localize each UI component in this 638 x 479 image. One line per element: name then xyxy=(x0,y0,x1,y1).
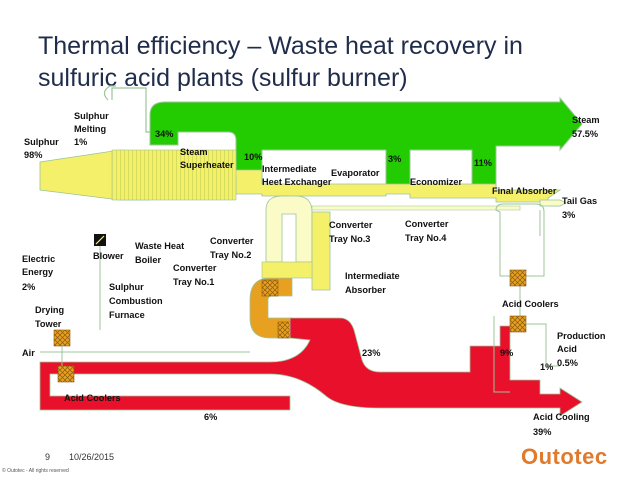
label-acid-coolers-left: Acid Coolers xyxy=(64,393,121,403)
outotec-logo: Outotec xyxy=(521,444,621,469)
label-10: 10% xyxy=(244,152,262,162)
label-electric-2: Energy xyxy=(22,267,54,277)
page-number: 9 xyxy=(45,452,51,462)
steam-flow xyxy=(149,96,583,193)
label-6: 6% xyxy=(204,412,217,422)
label-sulphur-pct: 98% xyxy=(24,150,42,160)
label-steam: Steam xyxy=(572,115,600,125)
sulphur-melting-loop xyxy=(103,85,116,101)
production-acid-line xyxy=(526,323,560,367)
sulphur-hatched-section xyxy=(111,149,237,201)
label-acid-cooling-pct: 39% xyxy=(533,427,551,437)
acid-cooler-box-right-1 xyxy=(509,269,527,287)
cooling-loop-9 xyxy=(493,316,510,393)
label-electric-1: Electric xyxy=(22,254,55,264)
label-conv3-2: Tray No.3 xyxy=(329,234,370,244)
label-sulphur: Sulphur xyxy=(24,137,59,147)
label-combustion-1: Sulphur xyxy=(109,282,144,292)
converter-cross-1 xyxy=(261,279,279,297)
label-sulphur-melting-2: Melting xyxy=(74,124,106,134)
label-9: 9% xyxy=(500,348,513,358)
label-conv1-2: Tray No.1 xyxy=(173,277,214,287)
label-waste-heat-1: Waste Heat xyxy=(135,241,184,251)
page-title: Thermal efficiency – Waste heat recovery… xyxy=(38,30,628,94)
label-drying-1: Drying xyxy=(35,305,64,315)
label-intermediate-2: Heet Exchanger xyxy=(262,177,332,187)
drying-tower-box xyxy=(53,329,71,347)
label-tail-gas: Tail Gas xyxy=(562,196,597,206)
footer-date: 10/26/2015 xyxy=(69,452,115,462)
label-conv2-2: Tray No.2 xyxy=(210,250,251,260)
title-line-1: Thermal efficiency – Waste heat recovery… xyxy=(38,32,523,60)
converter-loop-flow xyxy=(265,195,313,263)
label-23: 23% xyxy=(362,348,380,358)
acid-cooler-box-right-2 xyxy=(509,315,527,333)
label-steam-superheater-1: Steam xyxy=(180,147,208,157)
intermediate-absorber-flow xyxy=(311,211,331,291)
acid-cooling-flow xyxy=(39,317,583,417)
label-acid-coolers-right: Acid Coolers xyxy=(502,299,559,309)
label-blower: Blower xyxy=(93,251,124,261)
sulphur-melting-flow xyxy=(111,87,150,133)
label-sulphur-melting-1: Sulphur xyxy=(74,111,109,121)
label-combustion-3: Furnace xyxy=(109,310,145,320)
blower-icon-arrow xyxy=(95,235,105,245)
label-acid-cooling: Acid Cooling xyxy=(533,412,590,422)
label-int-absorber-1: Intermediate xyxy=(345,271,400,281)
label-air: Air xyxy=(22,348,35,358)
brand-name: Outotec xyxy=(521,444,608,469)
label-conv4-1: Converter xyxy=(405,219,449,229)
label-waste-heat-2: Boiler xyxy=(135,255,161,265)
copyright: © Outotec - All rights reserved xyxy=(2,468,69,474)
final-absorber-loop xyxy=(495,203,545,277)
label-combustion-2: Combustion xyxy=(109,296,163,306)
label-electric-pct: 2% xyxy=(22,282,35,292)
acid-cooler-box-left xyxy=(57,365,75,383)
label-sulphur-melting-pct: 1% xyxy=(74,137,87,147)
label-steam-superheater-2: Superheater xyxy=(180,160,234,170)
label-11: 11% xyxy=(474,158,492,168)
label-final-absorber: Final Absorber xyxy=(492,186,557,196)
title-line-2: sulfuric acid plants (sulfur burner) xyxy=(38,64,408,92)
label-production-2: Acid xyxy=(557,344,577,354)
label-steam-pct: 57.5% xyxy=(572,129,598,139)
label-production-1: Production xyxy=(557,331,606,341)
label-production-pct: 0.5% xyxy=(557,358,578,368)
label-34: 34% xyxy=(155,129,173,139)
label-1: 1% xyxy=(540,362,553,372)
label-tail-gas-pct: 3% xyxy=(562,210,575,220)
label-drying-2: Tower xyxy=(35,319,62,329)
converter-bridge xyxy=(261,261,313,279)
label-conv3-1: Converter xyxy=(329,220,373,230)
label-int-absorber-2: Absorber xyxy=(345,285,386,295)
tray-flow xyxy=(311,205,521,211)
label-3: 3% xyxy=(388,154,401,164)
label-conv4-2: Tray No.4 xyxy=(405,233,447,243)
label-intermediate-1: Intermediate xyxy=(262,164,317,174)
label-conv1-1: Converter xyxy=(173,263,217,273)
label-economizer: Economizer xyxy=(410,177,462,187)
label-evaporator: Evaporator xyxy=(331,168,380,178)
label-conv2-1: Converter xyxy=(210,236,254,246)
